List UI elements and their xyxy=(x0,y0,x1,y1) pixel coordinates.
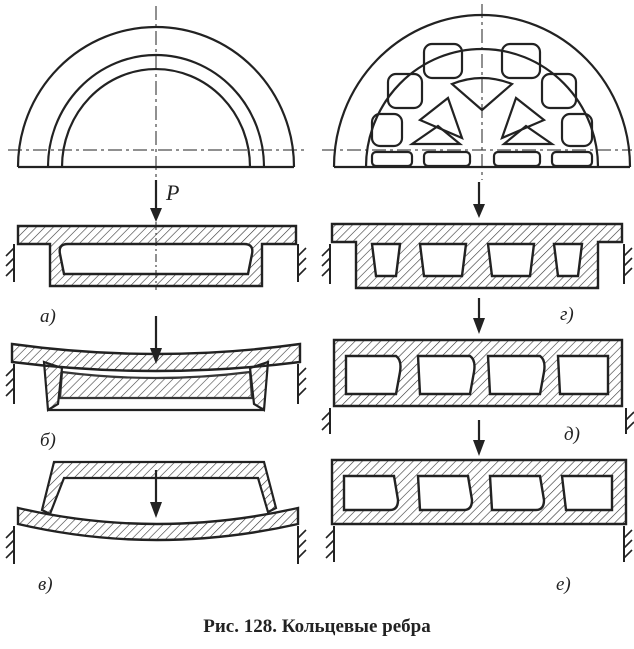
figure-caption: Рис. 128. Кольцевые ребра xyxy=(203,616,431,637)
section-e xyxy=(325,458,633,562)
force-label: P xyxy=(165,180,179,205)
section-g xyxy=(321,222,633,290)
section-d xyxy=(321,338,634,434)
label-d: д) xyxy=(564,424,580,445)
section-b xyxy=(5,342,307,412)
label-a: а) xyxy=(40,306,56,327)
right-plan-view xyxy=(322,4,632,180)
section-a xyxy=(5,222,307,290)
section-v xyxy=(5,460,307,564)
label-e: е) xyxy=(556,574,571,595)
left-plan-view xyxy=(8,6,304,180)
label-b: б) xyxy=(40,430,56,451)
label-v: в) xyxy=(38,574,53,595)
force-arrows xyxy=(150,180,485,518)
label-g: г) xyxy=(560,304,574,325)
